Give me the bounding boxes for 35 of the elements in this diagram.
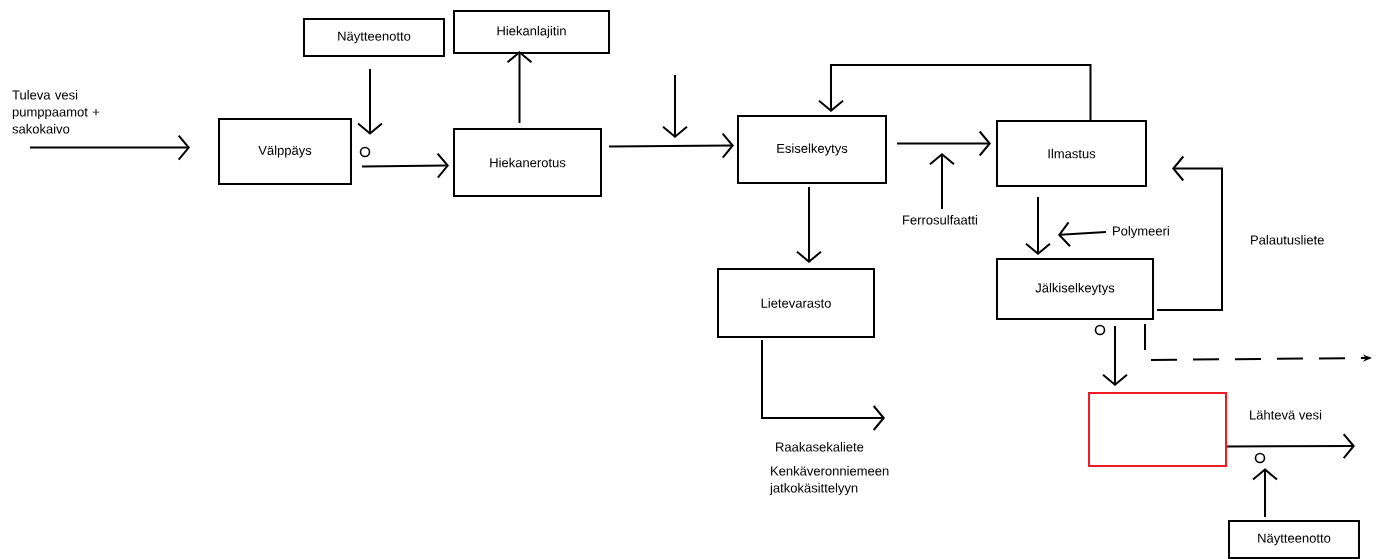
- sampling-point: [359, 146, 371, 158]
- process-box: Jälkiselkeytys: [996, 258, 1154, 320]
- feed-label: Polymeeri: [1113, 226, 1169, 239]
- process-box: Esiselkeytys: [737, 115, 887, 184]
- arrow: [357, 68, 383, 135]
- edge-label: Palautusliete: [1249, 234, 1326, 246]
- feed-label: Ferrosulfaatti: [903, 215, 977, 225]
- arrow: [1102, 325, 1128, 386]
- process-box: Lietevarasto: [717, 268, 875, 338]
- process-box: Näytteenotto: [1228, 520, 1360, 559]
- process-box: Ilmastus: [996, 120, 1147, 187]
- edge-label: Lähtevä vesi: [1248, 409, 1323, 421]
- note-text: Raakasekaliete: [776, 442, 864, 452]
- arrow: [1252, 468, 1278, 518]
- process-box: Välppäys: [218, 118, 352, 185]
- arrow: [29, 134, 190, 161]
- feed-label: Tuleva vesi pumppaamot + sakokaivo: [12, 90, 100, 134]
- arrow: [1058, 221, 1107, 248]
- arrow: [1156, 155, 1223, 311]
- arrow: [1025, 196, 1051, 255]
- arrow: [608, 132, 734, 159]
- empty-box: [1088, 392, 1227, 467]
- arrow: [506, 51, 533, 124]
- arrow: [361, 152, 449, 179]
- arrow: [818, 64, 1092, 121]
- arrow: [1226, 433, 1355, 460]
- arrow: [929, 153, 955, 210]
- process-box: Hiekanerotus: [453, 128, 602, 197]
- arrow: [896, 130, 991, 157]
- process-box: Hiekanlajitin: [453, 10, 610, 54]
- arrow: [761, 339, 885, 431]
- arrow: [796, 186, 822, 263]
- note-text: Kenkäveronniemeen jatkokäsittelyyn: [769, 466, 889, 496]
- process-box: Näytteenotto: [303, 18, 445, 57]
- sampling-point: [1254, 452, 1266, 464]
